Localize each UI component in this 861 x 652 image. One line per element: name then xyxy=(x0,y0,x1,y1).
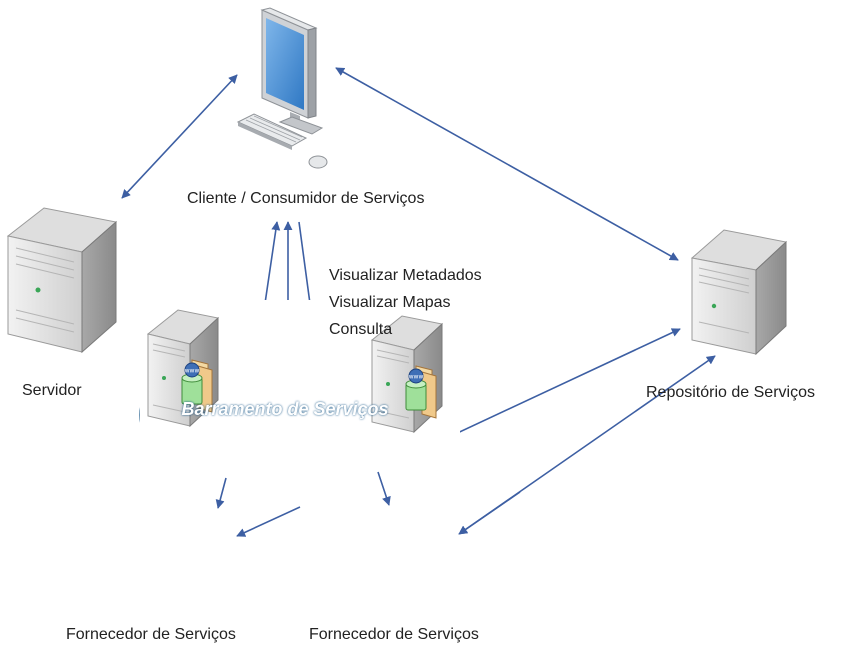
operation-item: Visualizar Metadados xyxy=(329,267,482,284)
server-tower-icon xyxy=(6,207,118,354)
arrow-repository-provider-right-head xyxy=(458,491,521,535)
arrow-bus-provider-left-head xyxy=(215,477,227,509)
server-tower-icon xyxy=(690,229,788,356)
operation-item: Consulta xyxy=(329,321,393,338)
repository-label: Repositório de Serviços xyxy=(646,384,815,401)
provider-right-label: Fornecedor de Serviços xyxy=(309,626,479,643)
desktop-computer-icon xyxy=(236,7,328,169)
web-service-server-icon: www xyxy=(370,315,444,434)
provider-left-label: Fornecedor de Serviços xyxy=(66,626,236,643)
client-label: Cliente / Consumidor de Serviços xyxy=(187,190,425,207)
svg-text:www: www xyxy=(409,374,424,381)
server-label: Servidor xyxy=(22,382,82,399)
arrow-client-repository xyxy=(335,67,679,261)
arrow-client-server xyxy=(121,74,238,199)
arrow-repository-provider-left-head xyxy=(236,506,301,537)
operations-list: Visualizar Metadados Visualizar Mapas Co… xyxy=(329,262,482,343)
web-service-server-icon: www xyxy=(146,309,220,428)
svg-text:www: www xyxy=(185,368,200,375)
bus-label: Barramento de Serviços xyxy=(181,399,389,419)
operation-item: Visualizar Mapas xyxy=(329,294,451,311)
arrow-bus-provider-right-head xyxy=(377,471,391,506)
